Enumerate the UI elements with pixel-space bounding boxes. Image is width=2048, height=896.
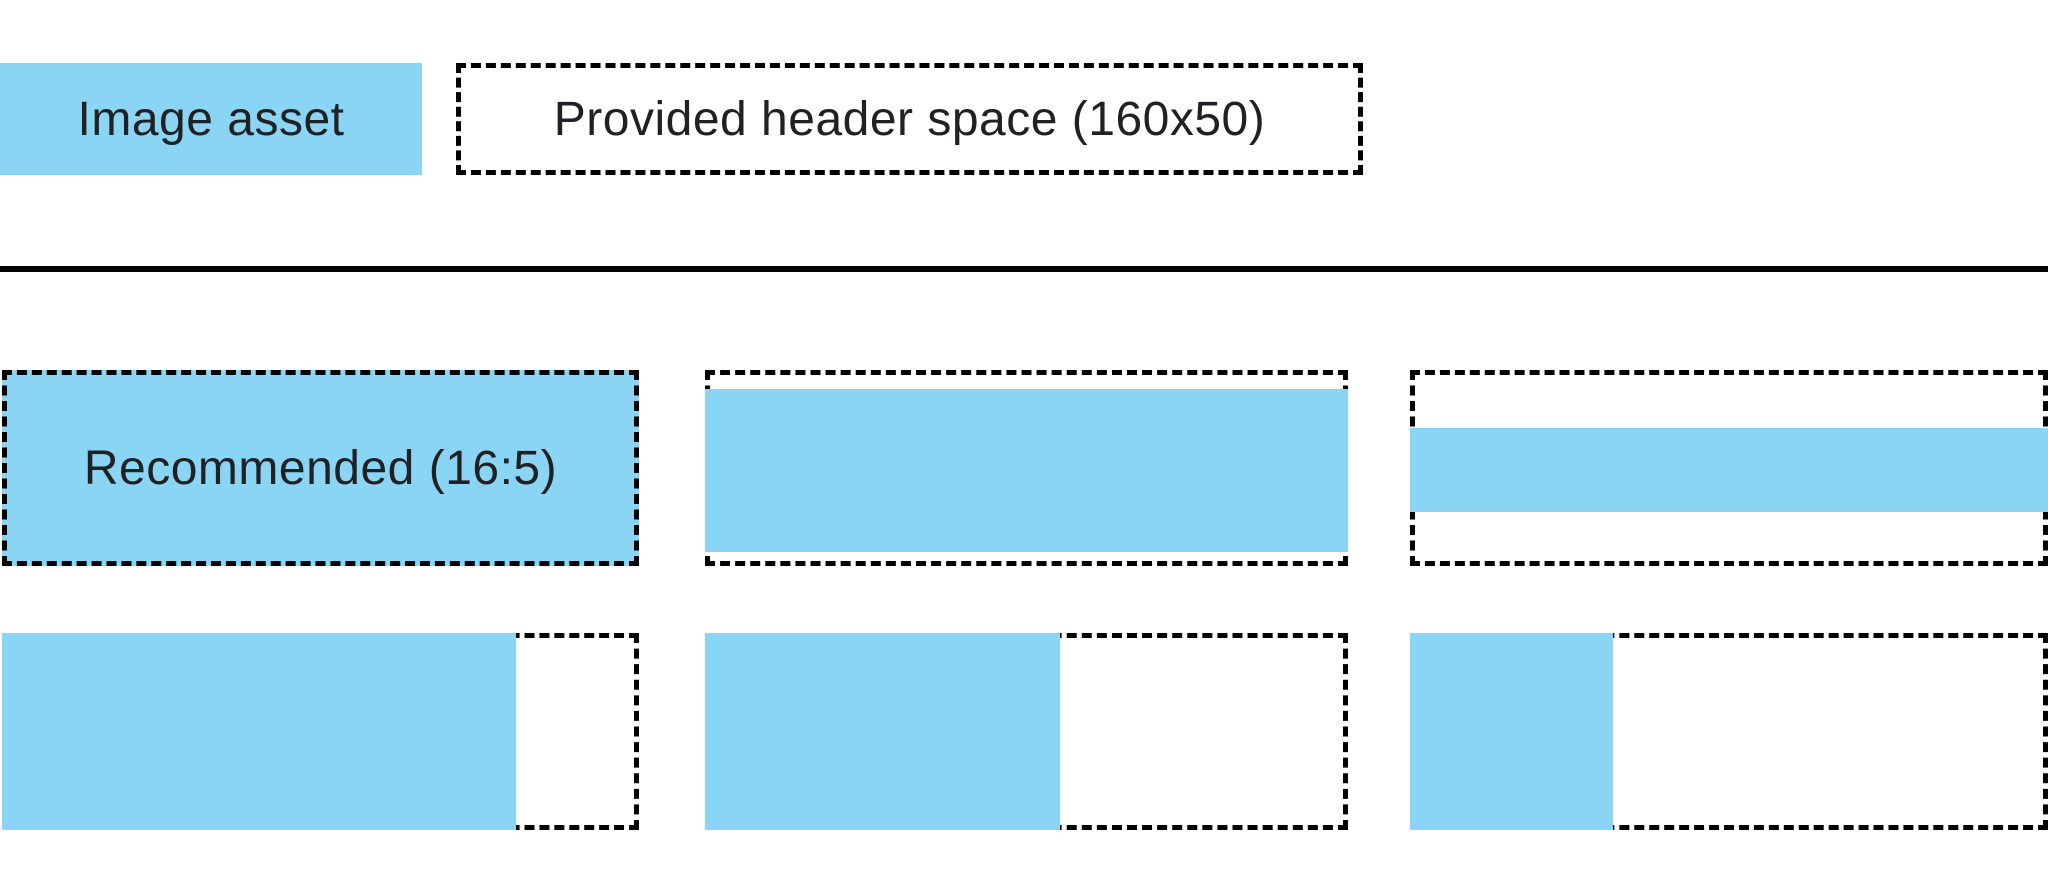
recommended-label: Recommended (16:5) — [83, 441, 558, 495]
legend-image-asset-label: Image asset — [77, 92, 345, 146]
example-box-letterboxed — [705, 370, 1348, 566]
legend-header-space-box: Provided header space (160x50) — [456, 63, 1363, 175]
asset-fill-thin-band — [1410, 428, 2048, 512]
legend-image-asset-swatch: Image asset — [0, 63, 422, 175]
asset-fill-narrow-partial — [1410, 633, 1613, 830]
legend-header-space-label: Provided header space (160x50) — [553, 92, 1266, 146]
example-box-narrow-partial — [1410, 633, 2048, 830]
example-box-half-partial — [705, 633, 1348, 830]
example-box-thin-band — [1410, 370, 2048, 566]
asset-fill-letterboxed — [705, 389, 1348, 552]
example-box-recommended: Recommended (16:5) — [2, 370, 639, 566]
asset-fill-half-partial — [705, 633, 1060, 830]
example-box-wide-partial — [2, 633, 639, 830]
section-divider — [0, 266, 2048, 272]
asset-fill-wide-partial — [2, 633, 516, 830]
